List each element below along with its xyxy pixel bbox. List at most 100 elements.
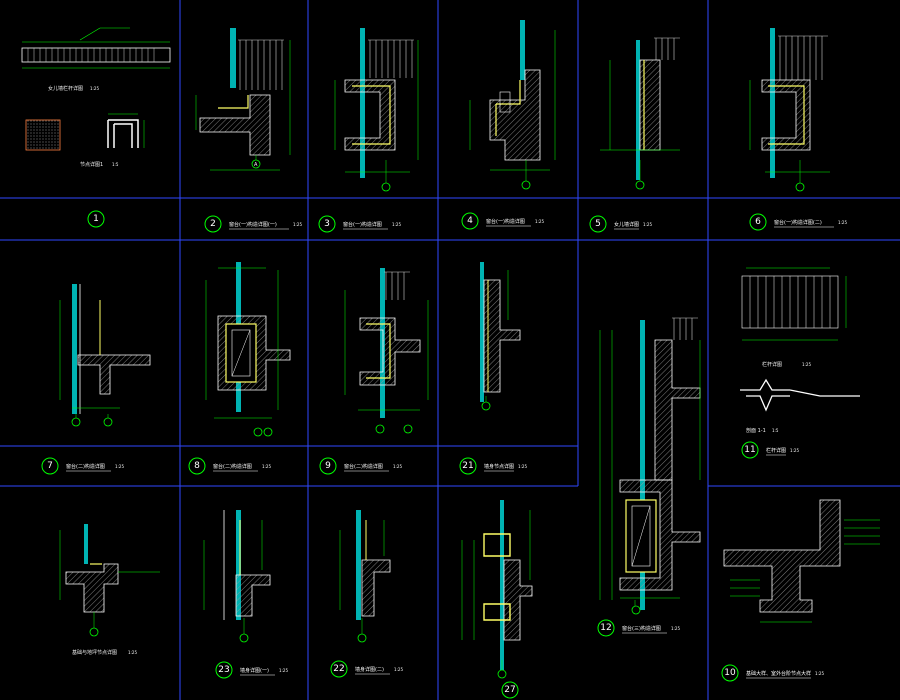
detail-bubble: [459, 457, 477, 475]
detail-bubble: [330, 660, 348, 678]
detail-caption: 窗台(二)构造详图: [66, 463, 105, 470]
detail-number: 22: [333, 664, 344, 674]
detail-number: 27: [504, 685, 515, 695]
detail-caption: 女儿墙详图: [614, 221, 639, 228]
detail-scale: 1:25: [293, 222, 302, 227]
detail-3-drawing: [334, 28, 419, 192]
detail-bubble: [87, 210, 105, 228]
detail-scale: 1:25: [393, 464, 402, 469]
detail-27-drawing: [461, 500, 533, 679]
detail-6-drawing: [749, 28, 830, 192]
detail-scale: 1:25: [643, 222, 652, 227]
detail-caption: 栏杆详图: [766, 447, 786, 454]
detail-21-drawing: [480, 262, 521, 411]
foundation-plan-scale: 1:25: [128, 650, 137, 655]
detail-bubble: [461, 212, 479, 230]
detail-callout-21: 21 墙身节点详图 1:25: [459, 457, 527, 475]
railing-elevation-scale: 1:25: [802, 362, 811, 367]
detail-callout-11: 11 栏杆详图 1:25: [741, 441, 799, 459]
detail-caption: 窗台(一)构造详图(一): [229, 221, 277, 228]
detail-scale: 1:25: [838, 220, 847, 225]
detail-callout-1: 1: [87, 210, 105, 228]
detail-bubble: [204, 215, 222, 233]
detail-callout-8: 8 窗台(二)构造详图 1:25: [188, 457, 271, 475]
detail-7-drawing: [59, 284, 151, 427]
detail-callout-12: 12 窗台(三)构造详图 1:25: [597, 619, 680, 637]
detail-number: 1: [93, 214, 99, 224]
detail-caption: 窗台(一)构造详图(二): [774, 219, 822, 226]
detail-number: 7: [47, 461, 53, 471]
detail-number: 12: [600, 623, 611, 633]
detail-callout-22: 22 墙身详图(二) 1:25: [330, 660, 403, 678]
detail-bubble: [188, 457, 206, 475]
detail-9-drawing: [344, 268, 429, 434]
detail-bubble: [597, 619, 615, 637]
detail-8-drawing: [205, 262, 291, 437]
detail-10-drawing: [723, 499, 880, 623]
detail-caption: 窗台(二)构造详图: [213, 463, 252, 470]
detail-caption: 窗台(三)构造详图: [622, 625, 661, 632]
railing-plan-scale: 1:25: [90, 86, 99, 91]
detail-bubble: [749, 213, 767, 231]
detail-scale: 1:25: [671, 626, 680, 631]
foundation-plan-title: 基础与地坪节点详图: [72, 649, 117, 656]
detail-caption: 墙身节点详图: [484, 463, 514, 470]
section-11-title: 剖面 1-1: [746, 427, 766, 434]
detail-callout-3: 3 窗台(一)构造详图 1:25: [318, 215, 401, 233]
detail-callout-9: 9 窗台(二)构造详图 1:25: [319, 457, 402, 475]
detail-caption: 窗台(一)构造详图: [343, 221, 382, 228]
detail-22-drawing: [339, 510, 391, 643]
detail-number: 3: [324, 219, 330, 229]
detail-number: 4: [467, 216, 473, 226]
detail-number: 23: [218, 665, 229, 675]
detail-scale: 1:25: [535, 219, 544, 224]
railing-elevation-title: 栏杆详图: [762, 361, 782, 368]
detail-caption: 基础大样、室外台阶节点大样: [746, 670, 811, 677]
detail-number: 6: [755, 217, 761, 227]
detail-scale: 1:25: [262, 464, 271, 469]
detail-caption: 窗台(二)构造详图: [344, 463, 383, 470]
detail-number: 9: [325, 461, 331, 471]
detail-bubble: [319, 457, 337, 475]
detail-callout-6: 6 窗台(一)构造详图(二) 1:25: [749, 213, 847, 231]
section-1-title: 节点详图1: [80, 161, 103, 168]
detail-bubble: [318, 215, 336, 233]
detail-caption: 墙身详图(二): [355, 666, 384, 673]
section-11-scale: 1:5: [772, 428, 779, 433]
detail-12-drawing: [599, 317, 701, 615]
detail-number: 21: [462, 461, 473, 471]
detail-callout-27: 27: [501, 681, 519, 699]
detail-callout-4: 4 窗台(一)构造详图 1:25: [461, 212, 544, 230]
railing-plan-title: 女儿墙栏杆详图: [48, 85, 83, 92]
detail-caption: 窗台(一)构造详图: [486, 218, 525, 225]
detail-scale: 1:25: [518, 464, 527, 469]
detail-callout-7: 7 窗台(二)构造详图 1:25: [41, 457, 124, 475]
detail-23-drawing: [203, 510, 271, 643]
detail-1-drawing: 女儿墙栏杆详图 1:25 节点详图1 1:5: [21, 27, 171, 168]
detail-scale: 1:25: [279, 668, 288, 673]
detail-number: 5: [595, 219, 601, 229]
detail-scale: 1:25: [394, 667, 403, 672]
detail-number: 11: [744, 445, 755, 455]
detail-bubble: [501, 681, 519, 699]
detail-number: 8: [194, 461, 200, 471]
detail-2-drawing: A: [195, 28, 291, 171]
detail-scale: 1:25: [790, 448, 799, 453]
axis-label: A: [254, 162, 258, 168]
detail-4-drawing: [469, 20, 556, 190]
detail-bubble: [721, 664, 739, 682]
detail-bubble: [215, 661, 233, 679]
detail-bubble: [41, 457, 59, 475]
detail-bubble: [741, 441, 759, 459]
detail-5-drawing: [600, 37, 680, 190]
detail-scale: 1:25: [392, 222, 401, 227]
detail-number: 10: [724, 668, 736, 678]
detail-callout-5: 5 女儿墙详图 1:25: [589, 215, 652, 233]
detail-scale: 1:25: [115, 464, 124, 469]
